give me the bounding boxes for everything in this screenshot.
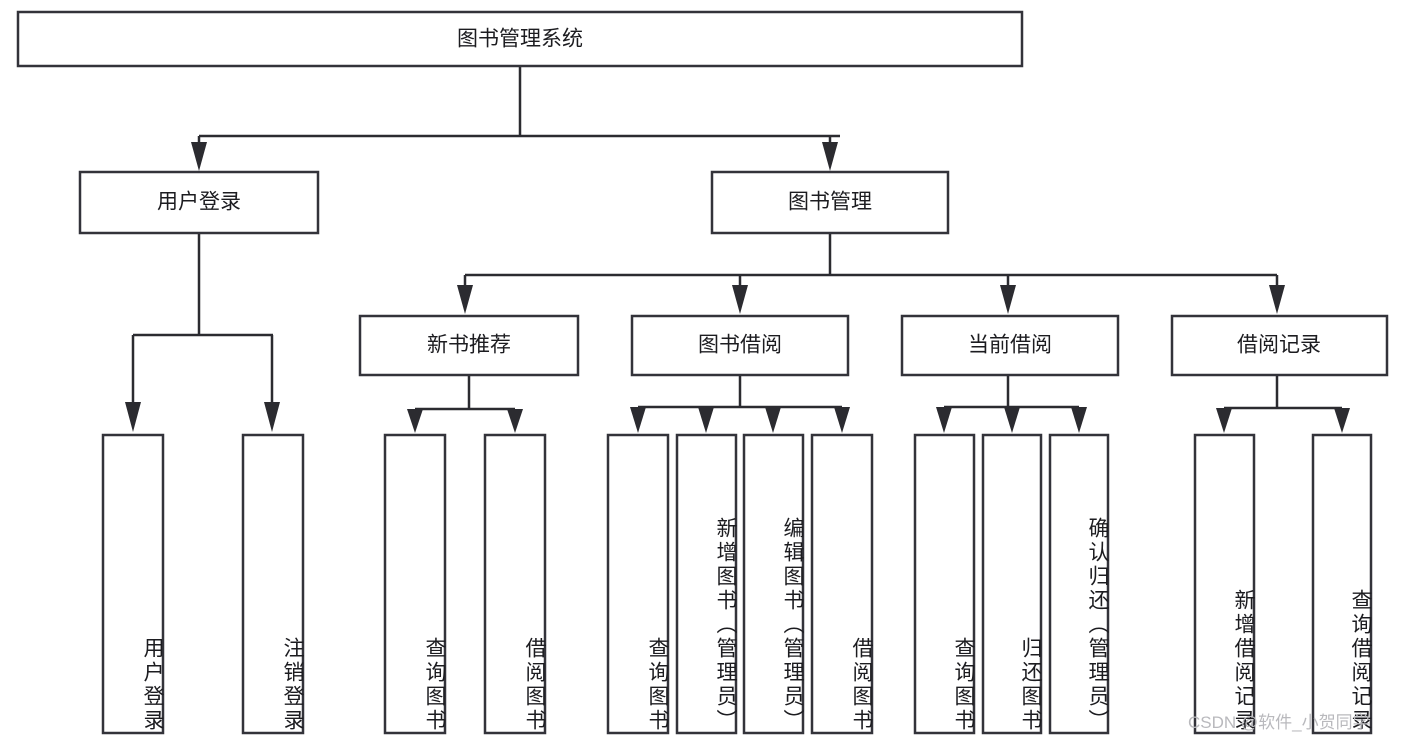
- leaf-box[interactable]: [606, 433, 670, 735]
- leaf-box[interactable]: [1311, 433, 1373, 735]
- connector-book-borrow-to-leaves: [630, 375, 850, 433]
- node-root[interactable]: 图书管理系统: [16, 10, 1024, 68]
- connector-user-login-to-leaves: [125, 233, 280, 432]
- watermark: CSDN @软件_小贺同学: [1188, 713, 1370, 732]
- leaf-box[interactable]: [981, 433, 1043, 735]
- connector-new-books-to-leaves: [407, 375, 523, 433]
- node-borrow-record[interactable]: 借阅记录: [1170, 314, 1389, 377]
- node-current-borrow-label: 当前借阅: [968, 334, 1052, 357]
- leaf-box[interactable]: [742, 433, 805, 735]
- leaf-box[interactable]: [1193, 433, 1256, 735]
- node-user-login-label: 用户登录: [157, 191, 241, 214]
- leaf-box[interactable]: [101, 433, 165, 735]
- node-borrow-record-label: 借阅记录: [1237, 334, 1321, 357]
- connector-borrow-record-to-leaves: [1216, 375, 1350, 433]
- node-new-book-recommend[interactable]: 新书推荐: [358, 314, 580, 377]
- node-root-label: 图书管理系统: [457, 28, 583, 51]
- node-book-borrow-label: 图书借阅: [698, 334, 782, 357]
- connector-book-mgmt-to-level3: [457, 233, 1285, 314]
- connector-current-borrow-to-leaves: [936, 375, 1087, 433]
- node-book-borrow[interactable]: 图书借阅: [630, 314, 850, 377]
- node-current-borrow[interactable]: 当前借阅: [900, 314, 1120, 377]
- leaf-box[interactable]: [483, 433, 547, 735]
- node-user-login[interactable]: 用户登录: [78, 170, 320, 235]
- leaf-box[interactable]: [1048, 433, 1110, 735]
- leaf-box[interactable]: [241, 433, 305, 735]
- node-new-book-recommend-label: 新书推荐: [427, 334, 511, 357]
- leaf-box[interactable]: [675, 433, 738, 735]
- connector-root-to-level2: [191, 66, 840, 171]
- leaf-box[interactable]: [810, 433, 874, 735]
- leaf-box[interactable]: [383, 433, 447, 735]
- node-book-management[interactable]: 图书管理: [710, 170, 950, 235]
- leaf-boxes: [101, 433, 1373, 735]
- leaf-box[interactable]: [913, 433, 976, 735]
- node-book-management-label: 图书管理: [788, 191, 872, 214]
